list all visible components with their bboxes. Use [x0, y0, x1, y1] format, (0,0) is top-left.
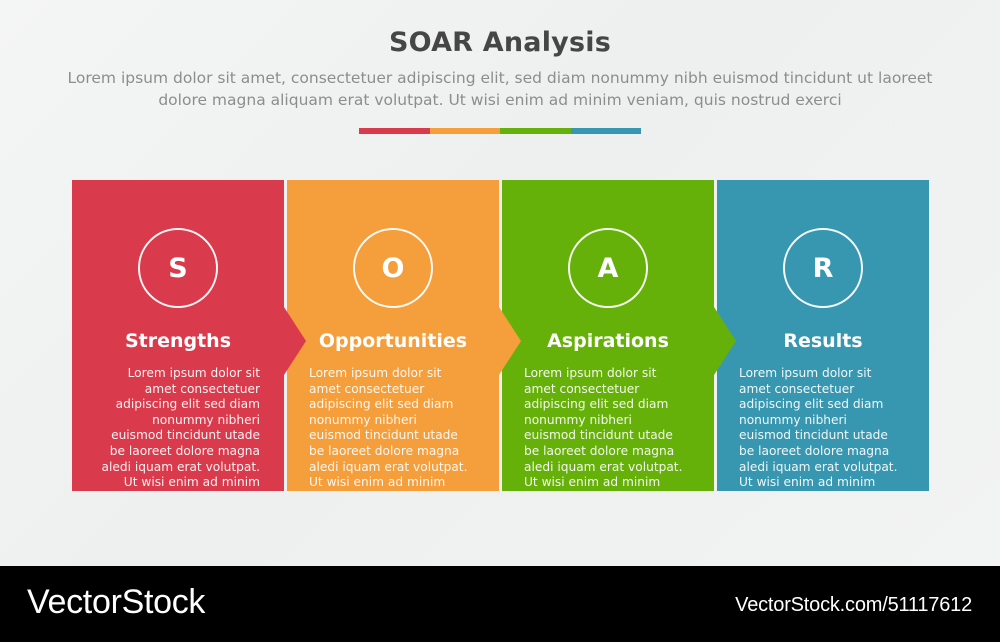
panel-description: Lorem ipsum dolor sit amet consectetuer …	[524, 366, 683, 490]
letter-badge-r: R	[783, 228, 863, 308]
accent-segment-3	[500, 128, 571, 134]
badge-letter: R	[812, 252, 834, 284]
accent-segment-1	[359, 128, 430, 134]
chevron-right-icon	[714, 307, 738, 375]
letter-badge-o: O	[353, 228, 433, 308]
page-title: SOAR Analysis	[389, 27, 611, 58]
badge-letter: S	[168, 252, 188, 284]
header: SOAR Analysis Lorem ipsum dolor sit amet…	[0, 0, 1000, 111]
page-subtitle: Lorem ipsum dolor sit amet, consectetuer…	[67, 69, 933, 109]
panel-title: Results	[783, 330, 863, 352]
watermark-footer: VectorStock VectorStock.com/51117612	[0, 566, 1000, 642]
accent-segment-4	[570, 128, 641, 134]
panel-description: Lorem ipsum dolor sit amet consectetuer …	[739, 366, 898, 490]
chevron-right-icon	[499, 307, 523, 375]
slide-canvas: SOAR Analysis Lorem ipsum dolor sit amet…	[0, 0, 1000, 566]
panel-title: Opportunities	[318, 330, 468, 352]
accent-segment-2	[429, 128, 500, 134]
panel-description: Lorem ipsum dolor sit amet consectetuer …	[309, 366, 468, 490]
chevron-right-icon	[284, 307, 308, 375]
accent-color-bar	[359, 128, 641, 134]
badge-letter: O	[381, 252, 405, 284]
panel-title: Strengths	[124, 330, 232, 352]
letter-badge-s: S	[138, 228, 218, 308]
watermark-url: VectorStock.com/51117612	[735, 594, 972, 616]
panel-title: Aspirations	[547, 330, 669, 352]
badge-letter: A	[597, 252, 619, 284]
panel-description: Lorem ipsum dolor sit amet consectetuer …	[101, 366, 260, 490]
brand-logo-text: VectorStock	[27, 583, 206, 621]
letter-badge-a: A	[568, 228, 648, 308]
